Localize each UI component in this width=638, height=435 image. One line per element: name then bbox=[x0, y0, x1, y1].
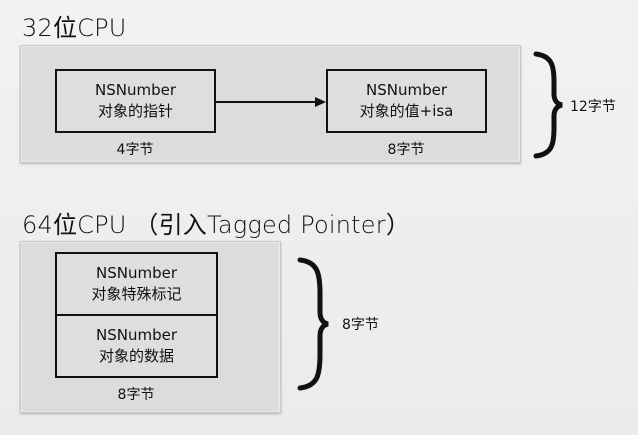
box-pointer-line1: NSNumber bbox=[95, 81, 176, 99]
box-value-line1: NSNumber bbox=[366, 81, 447, 99]
box-nsnumber-tag: NSNumber 对象特殊标记 bbox=[55, 252, 218, 316]
pointer-size-label: 4字节 bbox=[116, 142, 154, 158]
total-size-32bit: 12字节 bbox=[570, 99, 616, 115]
heading-64bit-cpu: 64位CPU （引入Tagged Pointer） bbox=[22, 211, 411, 239]
total-size-64bit: 8字节 bbox=[342, 317, 379, 333]
size-64bit-label: 8字节 bbox=[117, 387, 155, 403]
curly-brace-32bit bbox=[533, 51, 563, 159]
box-data-line1: NSNumber bbox=[96, 326, 177, 344]
curly-brace-64bit bbox=[297, 257, 329, 391]
box-tag-line2: 对象特殊标记 bbox=[91, 285, 182, 303]
box-nsnumber-data: NSNumber 对象的数据 bbox=[55, 314, 218, 378]
box-data-line2: 对象的数据 bbox=[98, 347, 174, 365]
value-size-label: 8字节 bbox=[387, 142, 425, 158]
box-nsnumber-value-isa: NSNumber 对象的值+isa bbox=[326, 69, 487, 133]
box-value-line2: 对象的值+isa bbox=[359, 102, 454, 120]
heading-32bit-cpu: 32位CPU bbox=[22, 14, 127, 42]
box-tag-line1: NSNumber bbox=[96, 264, 177, 282]
box-pointer-line2: 对象的指针 bbox=[97, 102, 173, 120]
box-nsnumber-pointer: NSNumber 对象的指针 bbox=[55, 69, 216, 133]
